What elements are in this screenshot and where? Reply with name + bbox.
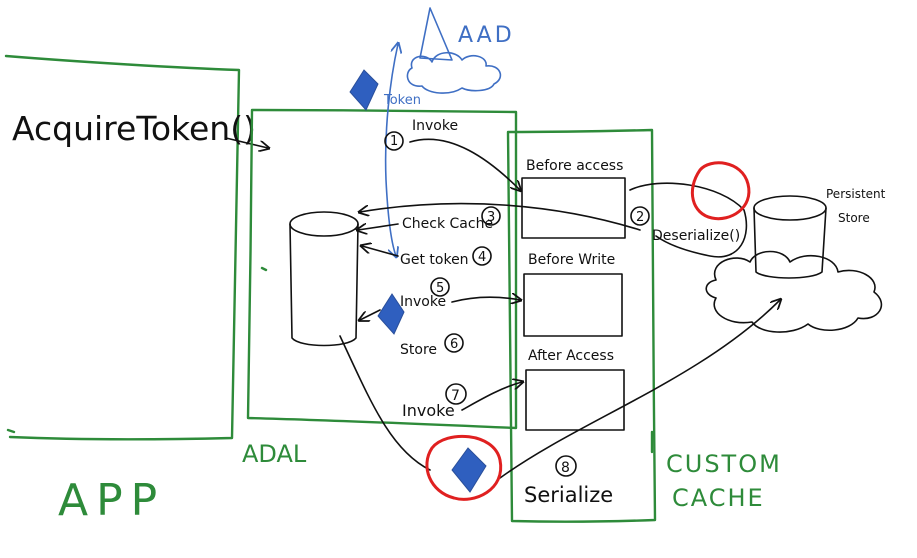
acquire-token-arrow bbox=[225, 137, 268, 148]
step-8-number: 8 bbox=[561, 460, 570, 476]
invoke-5-arrow bbox=[451, 297, 520, 302]
aad-triangle bbox=[419, 7, 453, 61]
after-access-box bbox=[525, 369, 625, 431]
token-flow-line bbox=[384, 44, 398, 256]
app-frame bbox=[4, 54, 241, 441]
check-cache-arrow bbox=[358, 224, 399, 230]
adal-cache-cylinder bbox=[289, 211, 359, 347]
step-3-circle bbox=[481, 206, 501, 226]
persistent-store-label-line2: Store bbox=[838, 211, 870, 225]
adal-label: ADAL bbox=[242, 440, 307, 468]
serialize-to-persistent-line bbox=[499, 300, 780, 479]
step-3-number: 3 bbox=[487, 210, 495, 225]
invoke-5-label: Invoke bbox=[400, 294, 446, 310]
before-write-box bbox=[523, 273, 623, 337]
step-6-circle bbox=[444, 333, 464, 353]
invoke-1-label: Invoke bbox=[412, 118, 458, 134]
token-diamond-icon bbox=[349, 69, 379, 111]
custom-cache-label-line1: CUSTOM bbox=[666, 450, 782, 478]
custom-cache-label: CUSTOM CACHE bbox=[666, 450, 791, 512]
get-token-arrow bbox=[362, 246, 399, 257]
adal-frame bbox=[246, 108, 518, 430]
before-write-label: Before Write bbox=[528, 252, 615, 268]
serialized-token-diamond-icon bbox=[451, 447, 487, 493]
before-access-to-cache-line bbox=[360, 202, 641, 231]
before-access-label: Before access bbox=[526, 158, 623, 174]
after-access-label: After Access bbox=[528, 348, 614, 364]
custom-cache-label-line2: CACHE bbox=[672, 484, 765, 512]
persistent-store-label: Persistent Store bbox=[826, 187, 889, 225]
persistent-store-cloud bbox=[705, 250, 883, 333]
acquire-token-label: AcquireToken() bbox=[12, 109, 256, 148]
step-5-number: 5 bbox=[436, 281, 444, 296]
step-4-number: 4 bbox=[478, 250, 486, 265]
serialize-highlight-circle bbox=[425, 434, 503, 501]
app-frame-tick bbox=[6, 428, 16, 434]
step-2-number: 2 bbox=[636, 210, 644, 225]
invoke-1-arrow bbox=[409, 138, 520, 190]
aad-label: AAD bbox=[458, 23, 515, 48]
step-4-circle bbox=[472, 246, 492, 266]
serialize-label: Serialize bbox=[524, 483, 613, 507]
deserialize-label: Deserialize() bbox=[652, 228, 740, 244]
invoke-7-label: Invoke bbox=[402, 401, 455, 420]
aad-cloud bbox=[406, 51, 502, 94]
step-6-number: 6 bbox=[450, 337, 458, 352]
app-label: APP bbox=[58, 475, 165, 526]
invoke-7-arrow bbox=[461, 382, 522, 411]
store-arrow bbox=[360, 309, 381, 320]
deserialize-highlight-circle bbox=[690, 161, 751, 221]
step-2-circle bbox=[630, 206, 650, 226]
step-7-circle bbox=[445, 383, 467, 405]
deserialize-loop bbox=[629, 182, 748, 258]
check-cache-label: Check Cache bbox=[402, 216, 493, 232]
before-access-box bbox=[521, 177, 626, 239]
cache-to-serialize-line bbox=[339, 335, 431, 471]
step-5-circle bbox=[430, 277, 450, 297]
step-1-number: 1 bbox=[390, 134, 398, 149]
persistent-store-label-line1: Persistent bbox=[826, 187, 886, 201]
persistent-store-cylinder bbox=[753, 195, 827, 279]
custom-cache-frame bbox=[506, 128, 657, 523]
store-label: Store bbox=[400, 342, 437, 358]
stored-token-diamond-icon bbox=[377, 293, 405, 335]
get-token-label: Get token bbox=[400, 252, 469, 268]
adal-tick bbox=[260, 266, 268, 272]
step-7-number: 7 bbox=[451, 388, 460, 404]
step-8-circle bbox=[555, 455, 577, 477]
step-1-circle bbox=[384, 131, 404, 151]
